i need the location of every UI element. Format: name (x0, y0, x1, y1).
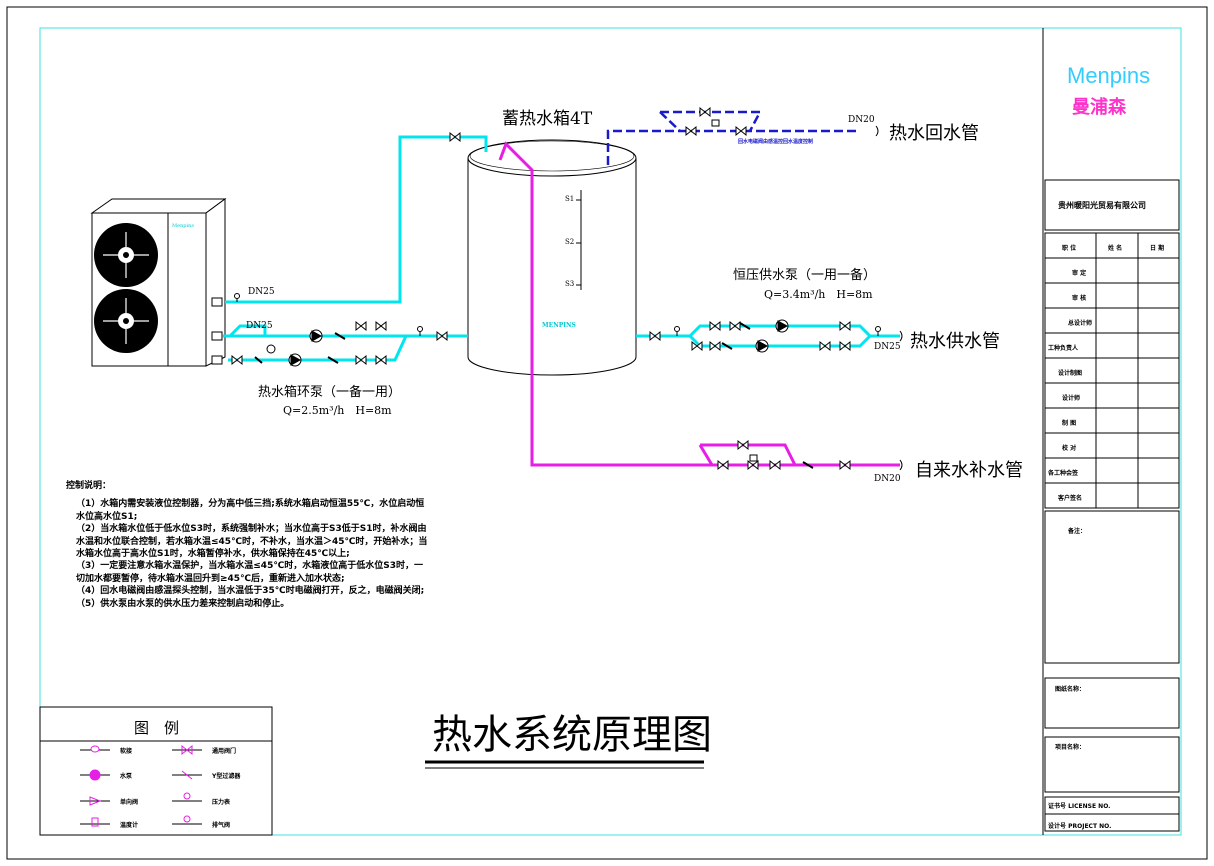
tb-project-no: 设计号 PROJECT NO. (1048, 823, 1112, 830)
tb-row-label: 设计师 (1062, 395, 1081, 402)
supply-pump-spec: Q=3.4m³/h H=8m (764, 288, 873, 301)
tb-row-label: 校 对 (1062, 445, 1077, 452)
tank-label: 蓄热水箱4T (502, 109, 593, 129)
notes-heading: 控制说明： (66, 481, 112, 491)
legend-thermometer: 温度计 (120, 822, 139, 829)
dn-supply: DN25 (874, 342, 901, 352)
tb-header-date: 日 期 (1150, 245, 1165, 252)
tb-header-name: 姓 名 (1108, 245, 1123, 252)
tb-row-label: 各工种会签 (1048, 470, 1079, 477)
return-pipe-label: 热水回水管 (889, 123, 979, 144)
note-line: （2）当水箱水位低于低水位S3时，系统强制补水；当水位高于S3低于S1时，补水阀… (76, 524, 427, 535)
note-line: 水位高水位S1; (76, 511, 138, 522)
tb-row-label: 设计制图 (1058, 370, 1083, 377)
heat-pump-brand: Menpins (172, 223, 194, 229)
legend-pump: 水泵 (120, 773, 133, 780)
tb-drawing-name: 图纸名称： (1055, 686, 1086, 693)
dn-return: DN20 (848, 115, 875, 125)
tb-header-position: 职 位 (1062, 245, 1077, 252)
control-notes: 控制说明： （1）水箱内需安装液位控制器，分为高中低三挡;系统水箱启动恒温55℃… (66, 480, 427, 610)
note-line: （4）回水电磁阀由感温探头控制，当水温低于35℃时电磁阀打开，反之，电磁阀关闭; (76, 586, 425, 597)
legend-y-filter: Y型过滤器 (212, 773, 241, 780)
tb-row-label: 客户签名 (1058, 495, 1083, 502)
brand-name-en: Menpins (1067, 63, 1151, 88)
drawing-title: 热水系统原理图 (432, 712, 712, 758)
legend-check-valve: 单向阀 (120, 799, 139, 806)
note-line: （1）水箱内需安装液位控制器，分为高中低三挡;系统水箱启动恒温55℃，水位启动恒 (76, 499, 425, 510)
dn-makeup: DN20 (874, 474, 901, 484)
dn-heat-pump-top: DN25 (248, 287, 275, 297)
note-line: 水箱水位高于高水位S1时，水箱暂停补水，供水箱保持在45℃以上; (76, 549, 350, 560)
legend-title: 图 例 (134, 719, 180, 737)
tb-row-label: 总设计师 (1068, 320, 1093, 327)
legend-soft-joint: 软接 (120, 748, 133, 755)
tank-level-s1: S1 (565, 195, 575, 203)
tb-row-label: 审 核 (1072, 295, 1087, 302)
tb-license-no: 证书号 LICENSE NO. (1048, 803, 1111, 810)
legend-air-vent: 排气阀 (212, 822, 231, 829)
makeup-pipe-label: 自来水补水管 (915, 460, 1023, 481)
note-line: 切加水都要暂停，待水箱水温回升到≥45℃后，重新进入加水状态; (76, 573, 345, 584)
return-valve-note: 回水电磁阀由感温控回水温度控制 (738, 139, 814, 145)
dn-heat-pump-bottom: DN25 (246, 321, 273, 331)
tank-brand: MENPINS (542, 322, 576, 329)
supply-pump-label: 恒压供水泵（一用一备） (733, 268, 877, 283)
storage-tank (467, 139, 637, 376)
tank-level-s2: S2 (565, 238, 575, 246)
tb-row-label: 制 图 (1062, 420, 1077, 427)
brand-name-cn: 曼浦森 (1072, 97, 1126, 118)
circ-pump-spec: Q=2.5m³/h H=8m (283, 404, 392, 417)
note-line: （3）一定要注意水箱水温保护，当水箱水温≤45℃时，水箱液位高于低水位S3时，一 (76, 561, 423, 572)
tb-row-label: 审 定 (1072, 270, 1087, 277)
legend-general-valve: 通用阀门 (212, 748, 237, 755)
circ-pump-label: 热水箱环泵（一备一用） (258, 385, 402, 400)
note-line: （5）供水泵由水泵的供水压力差来控制启动和停止。 (76, 598, 290, 609)
company-name: 贵州暖阳光贸易有限公司 (1058, 201, 1146, 210)
supply-pipe-label: 热水供水管 (910, 331, 1000, 352)
legend-pressure-gauge: 压力表 (212, 799, 231, 806)
tank-level-s3: S3 (565, 280, 575, 288)
heat-pump-unit (90, 198, 227, 367)
tb-remarks: 备注： (1068, 528, 1087, 535)
tb-row-label: 工种负责人 (1048, 345, 1079, 352)
tb-project-name: 项目名称： (1055, 744, 1086, 751)
note-line: 水温和水位联合控制，若水箱水温≤45℃时，不补水，当水温＞45℃时，开始补水；当 (76, 536, 428, 547)
